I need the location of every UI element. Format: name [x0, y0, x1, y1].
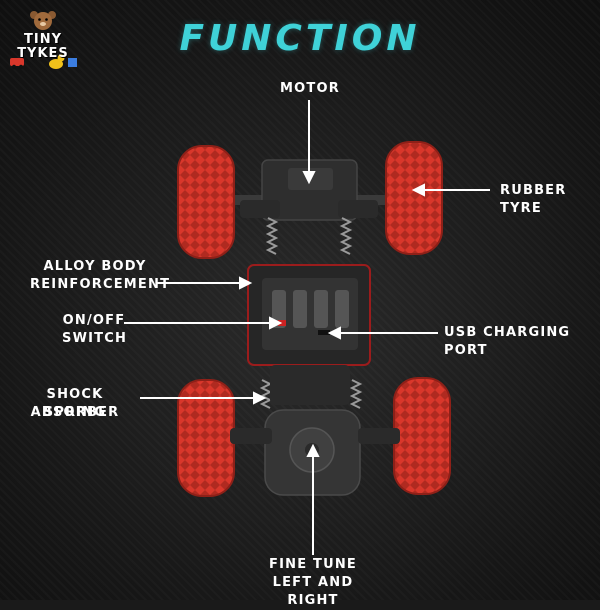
front-springs [265, 217, 353, 255]
logo-text-line1: TINY [24, 32, 62, 47]
toy-block-icon [68, 58, 77, 67]
logo-text-line2: TYKES [17, 46, 69, 61]
label-usb-charging-port: USB CHARGING PORT [444, 325, 571, 358]
brand-logo: TINY TYKES [6, 6, 80, 80]
label-on-off-line1: ON/OFF [62, 313, 126, 328]
front-left-tyre [177, 145, 235, 259]
rear-springs [259, 379, 363, 409]
chassis-body [247, 264, 371, 366]
toy-car-icon [10, 58, 24, 66]
rear-gearbox [230, 365, 400, 496]
label-fine-tune-line1: FINE TUNE [269, 557, 357, 572]
label-rubber-tyre: RUBBER TYRE [500, 183, 567, 216]
motor-housing [240, 159, 378, 221]
rear-right-tyre [393, 377, 451, 495]
label-motor: MOTOR [280, 81, 340, 96]
label-shock-absorber-line1: SHOCK ABSORBER [30, 387, 120, 420]
label-on-off-line2: SWITCH [62, 331, 128, 346]
callout-pointers [124, 100, 490, 555]
rubber-duck-icon [49, 59, 63, 69]
label-fine-tune-line2: LEFT AND RIGHT [272, 575, 354, 608]
usb-port [318, 330, 330, 335]
front-right-tyre [385, 141, 443, 255]
page-title: FUNCTION [179, 18, 421, 59]
teddy-bear-icon [10, 11, 77, 70]
label-alloy-body-line2: REINFORCEMENT [30, 277, 171, 292]
label-shock-absorber-line2: SPRING [43, 405, 107, 420]
label-alloy-body-line1: ALLOY BODY [43, 259, 147, 274]
